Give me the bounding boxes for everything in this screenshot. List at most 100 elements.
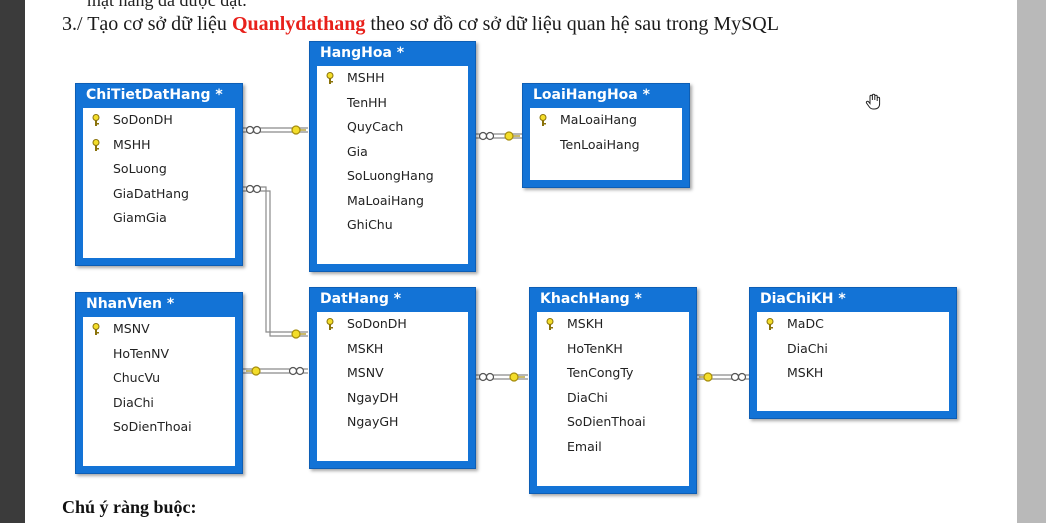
column-row[interactable]: Email — [537, 435, 689, 460]
many-end-nhanvien-dathang — [288, 366, 305, 376]
one-end-dathang-khachhang — [509, 372, 525, 382]
column-name: TenCongTy — [567, 365, 634, 380]
heading-prefix: 3./ Tạo cơ sở dữ liệu — [62, 13, 232, 35]
column-name: DiaChi — [787, 340, 828, 356]
column-row[interactable]: MSKH — [537, 312, 689, 337]
column-name: MSNV — [347, 365, 384, 380]
many-end-ctdh-hanghoa — [245, 125, 262, 135]
table-khachhang[interactable]: KhachHang * MSKH HoTenKH TenCongTy DiaCh… — [529, 287, 697, 494]
table-title: DatHang * — [320, 291, 402, 307]
column-row[interactable]: MSHH — [317, 66, 468, 91]
column-name: MSHH — [113, 136, 151, 152]
key-icon — [546, 318, 554, 330]
table-title: HangHoa * — [320, 45, 405, 61]
table-title: DiaChiKH * — [760, 291, 846, 307]
key-icon — [326, 72, 334, 84]
column-row[interactable]: QuyCach — [317, 115, 468, 140]
column-name: TenLoaiHang — [560, 136, 640, 152]
column-name: Email — [567, 438, 602, 454]
column-name: ChucVu — [113, 370, 161, 385]
column-row[interactable]: SoDonDH — [317, 312, 468, 337]
column-name: DiaChi — [567, 389, 608, 405]
column-row[interactable]: SoDienThoai — [537, 410, 689, 435]
table-title: NhanVien * — [86, 296, 175, 312]
table-title: KhachHang * — [540, 291, 642, 307]
column-row[interactable]: MSNV — [317, 361, 468, 386]
table-diachikh[interactable]: DiaChiKH * MaDC DiaChi MSKH — [749, 287, 957, 419]
many-end-khachhang-diachi — [730, 372, 747, 382]
heading-suffix: theo sơ đồ cơ sở dữ liệu quan hệ sau tro… — [365, 13, 779, 35]
column-name: GiaDatHang — [113, 185, 189, 201]
database-name: Quanlydathang — [231, 13, 366, 35]
column-name: HoTenKH — [567, 340, 623, 356]
column-list: MaLoaiHang TenLoaiHang — [530, 108, 682, 180]
one-end-ctdh-dathang — [291, 329, 306, 339]
column-row[interactable]: NgayDH — [317, 386, 468, 411]
column-row[interactable]: TenHH — [317, 91, 468, 116]
column-row[interactable]: GiaDatHang — [83, 182, 235, 207]
column-row[interactable]: HoTenNV — [83, 342, 235, 367]
key-icon — [326, 318, 334, 330]
link-ctdh-dathang — [243, 186, 308, 333]
column-name: SoDonDH — [347, 316, 407, 331]
column-name: MaLoaiHang — [347, 192, 424, 208]
column-row[interactable]: SoDonDH — [83, 108, 235, 133]
column-name: SoDienThoai — [113, 419, 192, 434]
many-end-hanghoa-loaihang — [478, 131, 495, 141]
hand-cursor-icon — [865, 93, 881, 110]
column-row[interactable]: SoLuongHang — [317, 164, 468, 189]
column-name: NgayGH — [347, 414, 399, 429]
column-list: MSKH HoTenKH TenCongTy DiaChi SoDienThoa… — [537, 312, 689, 486]
one-end-ctdh-hanghoa — [291, 125, 306, 135]
column-row[interactable]: DiaChi — [757, 337, 949, 362]
column-list: MaDC DiaChi MSKH — [757, 312, 949, 411]
column-name: SoLuong — [113, 161, 167, 176]
column-name: NgayDH — [347, 389, 399, 405]
many-end-dathang-khachhang — [478, 372, 495, 382]
column-name: HoTenNV — [113, 345, 170, 361]
column-row[interactable]: NgayGH — [317, 410, 468, 435]
key-icon — [92, 323, 100, 335]
key-icon — [92, 114, 100, 126]
column-name: MaDC — [787, 316, 824, 331]
column-row[interactable]: HoTenKH — [537, 337, 689, 362]
column-name: MSNV — [113, 321, 150, 336]
column-list: SoDonDH MSKH MSNV NgayDH NgayGH — [317, 312, 468, 461]
key-icon — [766, 318, 774, 330]
column-row[interactable]: GiamGia — [83, 206, 235, 231]
window-edge — [1017, 0, 1046, 523]
constraint-note-heading: Chú ý ràng buộc: — [62, 497, 197, 517]
column-name: Gia — [347, 143, 368, 159]
column-row[interactable]: MaLoaiHang — [530, 108, 682, 133]
column-row[interactable]: Gia — [317, 140, 468, 165]
key-icon — [92, 138, 100, 151]
column-name: GhiChu — [347, 217, 393, 232]
table-hanghoa[interactable]: HangHoa * MSHH TenHH QuyCach Gia SoLuong… — [309, 41, 476, 272]
table-loaihanghoa[interactable]: LoaiHangHoa * MaLoaiHang TenLoaiHang — [522, 83, 690, 188]
column-list: SoDonDH MSHH SoLuong GiaDatHang GiamGia — [83, 108, 235, 258]
column-name: QuyCach — [347, 119, 404, 134]
one-end-khachhang-diachi — [699, 372, 713, 382]
column-name: SoDonDH — [113, 112, 173, 127]
column-row[interactable]: ChucVu — [83, 366, 235, 391]
column-row[interactable]: MSKH — [757, 361, 949, 386]
column-row[interactable]: SoDienThoai — [83, 415, 235, 440]
table-chitietdathang[interactable]: ChiTietDatHang * SoDonDH MSHH SoLuong Gi… — [75, 83, 243, 266]
column-row[interactable]: DiaChi — [83, 391, 235, 416]
column-row[interactable]: MSNV — [83, 317, 235, 342]
table-nhanvien[interactable]: NhanVien * MSNV HoTenNV ChucVu DiaChi So… — [75, 292, 243, 474]
column-row[interactable]: MSHH — [83, 133, 235, 158]
column-row[interactable]: TenCongTy — [537, 361, 689, 386]
table-title: ChiTietDatHang * — [86, 87, 223, 103]
column-row[interactable]: MaLoaiHang — [317, 189, 468, 214]
column-row[interactable]: SoLuong — [83, 157, 235, 182]
column-row[interactable]: DiaChi — [537, 386, 689, 411]
column-name: SoLuongHang — [347, 168, 434, 183]
column-name: MaLoaiHang — [560, 112, 637, 127]
column-row[interactable]: MaDC — [757, 312, 949, 337]
column-row[interactable]: MSKH — [317, 337, 468, 362]
table-dathang[interactable]: DatHang * SoDonDH MSKH MSNV NgayDH NgayG… — [309, 287, 476, 469]
column-row[interactable]: TenLoaiHang — [530, 133, 682, 158]
column-row[interactable]: GhiChu — [317, 213, 468, 238]
